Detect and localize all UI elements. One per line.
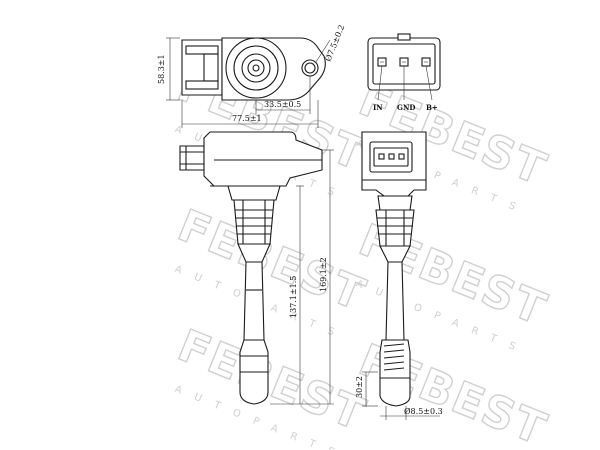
front-view-neck	[227, 185, 281, 201]
top-view-bracket-slot-1	[185, 45, 219, 55]
side-view-spring	[383, 343, 405, 371]
side-view-pin-3	[398, 153, 405, 160]
side-view-boot-tube	[385, 261, 405, 341]
front-view-rib-section	[233, 199, 275, 245]
front-view: 137.1±1.5 169.1±2	[179, 131, 334, 405]
side-view-neck	[377, 195, 413, 211]
dim-tip-length: 30±2	[355, 376, 364, 398]
pin-label-in: IN	[373, 103, 383, 112]
front-view-head	[203, 131, 323, 187]
side-view-rib-section	[375, 209, 415, 247]
side-view-tip	[379, 339, 411, 407]
top-view-bracket-core	[203, 53, 219, 82]
front-view-connector	[179, 145, 205, 171]
dim-hole-offset: 33.5±0.5	[264, 100, 301, 109]
front-view-boot-tube	[243, 261, 265, 341]
side-view-connector	[369, 141, 413, 173]
side-view-connector-face	[373, 147, 409, 167]
top-view-coil-mid	[233, 45, 279, 91]
dim-overall-width: 77.5±1	[232, 114, 262, 123]
dim-mount-hole: Ø7.5±0.2	[324, 23, 347, 62]
mount-hole-inner	[304, 62, 316, 74]
connector-latch	[397, 33, 411, 41]
side-view: 30±2 Ø8.5±0.3	[355, 131, 443, 420]
side-view-pin-1	[378, 153, 385, 160]
dim-overall-length: 169.1±2	[319, 257, 328, 292]
top-view-coil-inner	[241, 53, 271, 83]
top-view-bracket-slot-2	[185, 80, 219, 90]
dim-tip-diameter: Ø8.5±0.3	[404, 407, 443, 416]
top-view: 58.3±1 Ø7.5±0.2 33.5±0.5 77.5±1	[157, 23, 346, 128]
dim-flange-height: 58.3±1	[157, 54, 166, 84]
dim-boot-length: 137.1±1.5	[289, 276, 298, 318]
top-view-coil-center	[252, 64, 260, 72]
top-view-coil-terminal	[247, 59, 265, 77]
pin-label-bplus: B+	[426, 103, 438, 112]
side-view-pin-2	[388, 153, 395, 160]
top-view-coil-outer	[225, 37, 287, 99]
pin-label-gnd: GND	[397, 103, 415, 112]
mount-hole	[301, 59, 319, 77]
connector-view: IN GND B+	[367, 33, 441, 112]
top-view-bracket	[181, 39, 223, 96]
